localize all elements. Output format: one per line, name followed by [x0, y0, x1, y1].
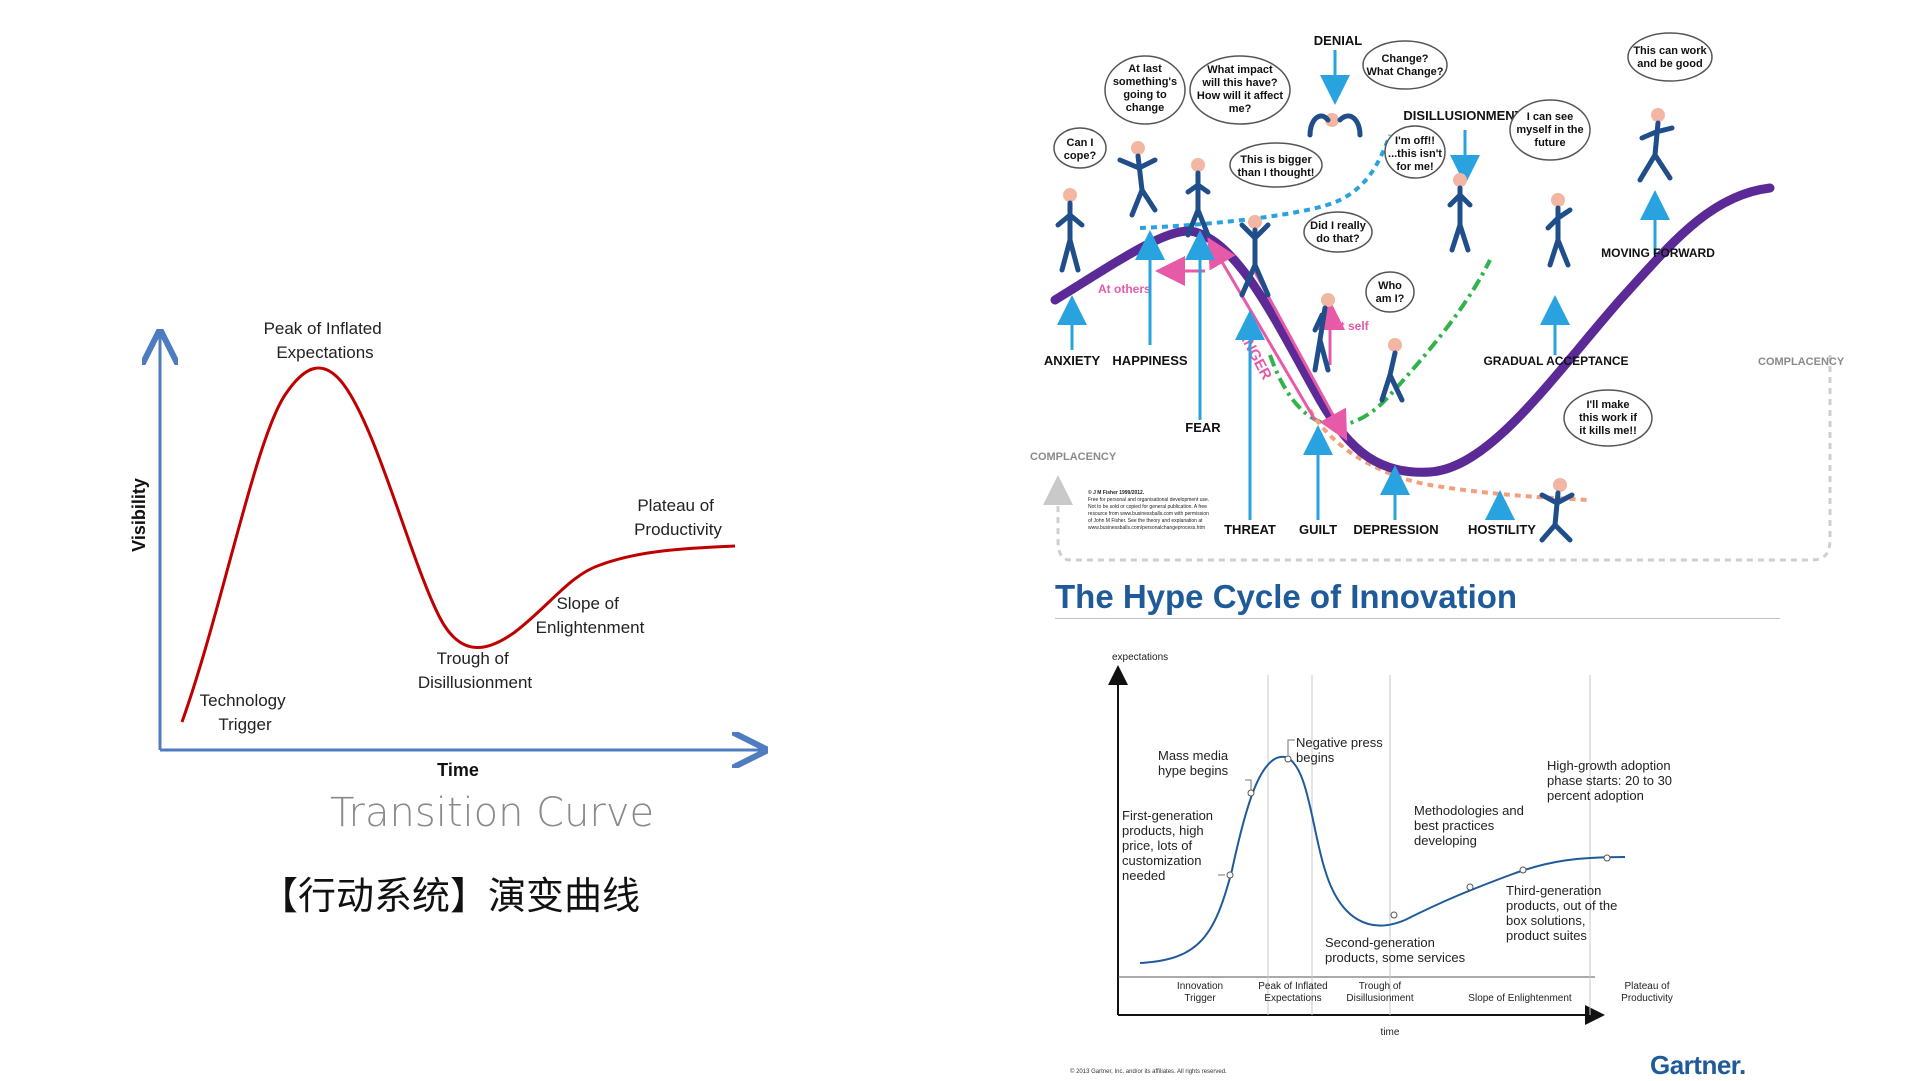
y-axis-label: expectations: [1112, 652, 1168, 663]
figure-moving-forward: [1637, 108, 1675, 183]
thought-bubble: [1303, 211, 1373, 253]
figures: [1055, 108, 1675, 543]
stage-label-guilt: GUILT: [1299, 522, 1337, 537]
phase-label: Trough of Disillusionment: [418, 649, 533, 692]
thought-bubble: [1229, 142, 1323, 188]
figure-threat: [1239, 215, 1271, 298]
chinese-caption: 【行动系统】演变曲线: [260, 874, 641, 918]
anger-arrow: [1253, 271, 1348, 442]
hype-curve-sketch-svg: Visibility Time Technology Trigger Peak …: [129, 319, 800, 780]
thought-bubble: [1627, 32, 1713, 82]
transition-curve-svg: ANGER At others At self ANXIETY HAPPINES…: [1030, 32, 1845, 562]
stage-label-moving-forward: MOVING FORWARD: [1601, 246, 1715, 260]
stage-label-happiness: HAPPINESS: [1112, 353, 1187, 368]
transition-curve-diagram: ANGER At others At self ANXIETY HAPPINES…: [1010, 20, 1870, 580]
stage-label-fear: FEAR: [1185, 420, 1221, 435]
title-rule: [1055, 618, 1780, 619]
thought-bubble: [1362, 40, 1448, 90]
figure-depression: [1379, 338, 1405, 403]
stage-label-hostility: HOSTILITY: [1468, 522, 1536, 537]
annotation-points: [1226, 755, 1611, 919]
thought-bubble: [1384, 125, 1446, 179]
x-axis-label: Time: [437, 760, 479, 780]
stage-label-disillusionment: DISILLUSIONMENT: [1403, 108, 1522, 123]
stage-label-depression: DEPRESSION: [1353, 522, 1438, 537]
gartner-hype-cycle: expectations time: [1050, 575, 1850, 1075]
thought-bubble: [1104, 55, 1186, 125]
thought-bubble: [1509, 99, 1591, 161]
complacency-label-left: COMPLACENCY: [1030, 451, 1117, 463]
phase-label: Slope of Enlightenment: [536, 594, 645, 637]
stage-label-anxiety: ANXIETY: [1044, 353, 1101, 368]
thought-bubble: [1053, 127, 1107, 169]
hype-curve: [180, 366, 736, 723]
stage-label-gradual-acceptance: GRADUAL ACCEPTANCE: [1483, 354, 1628, 368]
hype-cycle-curve: [1139, 755, 1626, 964]
hype-cycle-title: The Hype Cycle of Innovation: [1055, 578, 1518, 615]
figure-acceptance: [1545, 193, 1573, 268]
bubble-text: Change?What Change?: [1367, 53, 1444, 78]
annotation-leaders: [1218, 739, 1295, 876]
figure-fear: [1185, 158, 1211, 238]
stage-label-threat: THREAT: [1224, 522, 1276, 537]
anger-arrow: [1207, 237, 1317, 421]
x-axis-label: time: [1381, 1027, 1400, 1038]
y-axis-label: Visibility: [129, 478, 149, 552]
fisher-credit: © J M Fisher 1999/2012. Free for persona…: [1088, 489, 1211, 531]
stage-label-denial: DENIAL: [1314, 33, 1362, 48]
transition-curve-line: [1050, 183, 1775, 477]
hype-curve-sketch: Visibility Time Technology Trigger Peak …: [0, 0, 800, 1080]
gartner-hype-cycle-svg: expectations time: [1108, 652, 1673, 1038]
complacency-label-right: COMPLACENCY: [1758, 356, 1845, 368]
figure-denial: [1307, 113, 1363, 138]
complacency-loop: [1043, 355, 1832, 562]
figure-hostility: [1539, 478, 1575, 543]
figure-happiness: [1117, 141, 1158, 218]
phase-slope: Slope of Enlightenment: [1468, 993, 1572, 1004]
thought-bubble: [1189, 55, 1291, 125]
phase-label: Plateau of Productivity: [634, 496, 722, 539]
gartner-logo: Gartner.: [1650, 1050, 1746, 1080]
copyright-notice: © 2013 Gartner, Inc. and/or its affiliat…: [1070, 1069, 1227, 1075]
phase-label: Technology Trigger: [200, 691, 291, 734]
figure-disillusionment: [1447, 173, 1473, 253]
phase-label: Peak of Inflated Expectations: [264, 319, 387, 362]
phase-dividers: [1267, 675, 1591, 1015]
anger-label: ANGER: [1234, 327, 1275, 383]
denial-path: [1139, 134, 1392, 230]
figure-anxiety: [1055, 188, 1085, 273]
thought-bubble: [1365, 271, 1415, 313]
at-others-label: At others: [1098, 282, 1151, 296]
transition-curve-caption: Transition Curve: [330, 790, 655, 836]
at-self-label: At self: [1332, 319, 1370, 333]
thought-bubble: [1563, 389, 1653, 447]
figure-guilt: [1312, 293, 1335, 373]
